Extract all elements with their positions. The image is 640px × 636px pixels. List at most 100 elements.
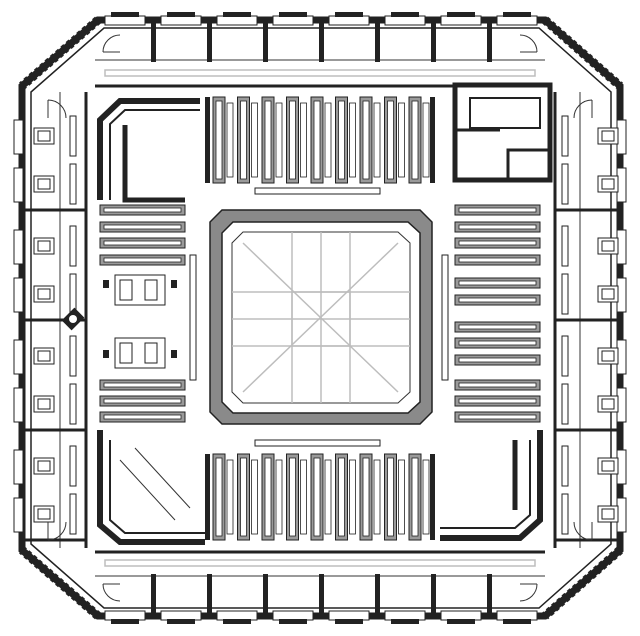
window-carrel [440, 15, 482, 26]
bookshelf [313, 100, 321, 180]
bookshelf [103, 382, 182, 388]
bottom-right-wall [440, 430, 543, 541]
bookshelf [338, 457, 345, 537]
bookshelf [349, 459, 356, 535]
desk-icon [561, 163, 569, 205]
window-carrel [104, 610, 146, 621]
bookshelf [264, 100, 272, 180]
bookshelf [103, 224, 182, 230]
bookshelf [398, 102, 405, 178]
stack-end [430, 97, 435, 183]
right-study-rooms [553, 92, 627, 548]
bookshelf [458, 382, 537, 388]
chair-icon [37, 178, 51, 190]
bookshelf [349, 102, 356, 178]
partition-wall [487, 22, 492, 62]
window-carrel [160, 610, 202, 621]
chair-icon [601, 288, 615, 300]
left-study-rooms [13, 92, 88, 548]
chair-icon [601, 508, 615, 520]
bookshelf [458, 340, 537, 346]
bookshelf [338, 100, 345, 180]
chair-icon [601, 130, 615, 142]
bookshelf [458, 240, 537, 246]
window-carrel [279, 619, 307, 624]
partition-wall [375, 22, 380, 62]
desk-icon [561, 383, 569, 425]
bookshelf [324, 459, 332, 535]
bookshelf [289, 457, 296, 537]
partition-wall [207, 574, 212, 614]
stack-end [205, 454, 210, 540]
chair-icon [37, 240, 51, 252]
desk-icon [13, 449, 24, 485]
bookshelf [324, 102, 332, 178]
window-carrel [335, 619, 363, 624]
partition-wall [263, 22, 268, 62]
bookshelf [362, 100, 370, 180]
desk-icon [561, 115, 569, 157]
bookshelf [103, 240, 182, 246]
desk-icon [561, 335, 569, 377]
window-carrel [160, 15, 202, 26]
chair-icon [37, 130, 51, 142]
desk-icon [13, 387, 24, 423]
chair-icon [37, 460, 51, 472]
bookshelf [373, 102, 381, 178]
desk-icon [69, 445, 77, 487]
bookshelf [226, 459, 234, 535]
bookshelf [215, 100, 223, 180]
central-atrium [209, 209, 433, 425]
bookshelf [458, 357, 537, 363]
partition-wall [319, 22, 324, 62]
corner-buttresses [19, 16, 623, 620]
chair-icon [601, 350, 615, 362]
desk-icon [13, 497, 24, 533]
bookshelf [362, 457, 370, 537]
top-stacks [205, 96, 435, 184]
bookshelf [458, 207, 537, 213]
window-carrel [496, 15, 538, 26]
window-carrel [216, 610, 258, 621]
desk-icon [561, 493, 569, 535]
reading-tables [103, 274, 177, 369]
bookshelf [411, 457, 419, 537]
bookshelf [458, 324, 537, 330]
partition-wall [319, 574, 324, 614]
desk-icon [561, 273, 569, 315]
chair-icon [37, 350, 51, 362]
bookshelf [103, 207, 182, 213]
window-carrel [111, 619, 139, 624]
stair-icon [97, 430, 205, 545]
window-carrel [104, 15, 146, 26]
partition-wall [375, 574, 380, 614]
atrium-surround-bars [189, 187, 449, 447]
chair-icon [37, 288, 51, 300]
bookshelf [289, 100, 296, 180]
desk-icon [13, 277, 24, 313]
window-carrel [447, 619, 475, 624]
chair-icon [601, 460, 615, 472]
bookshelf [103, 398, 182, 404]
bookshelf [300, 102, 307, 178]
window-carrel [384, 610, 426, 621]
door-swing-icon [47, 34, 593, 602]
desk-icon [69, 493, 77, 535]
partition-wall [151, 574, 156, 614]
bookshelf [226, 102, 234, 178]
window-carrel [167, 12, 195, 17]
top-left-wall [97, 98, 200, 203]
stack-end [430, 454, 435, 540]
bottom-carrels [95, 550, 545, 624]
partition-wall [431, 22, 436, 62]
bookshelf [387, 100, 394, 180]
window-carrel [328, 15, 370, 26]
window-carrel [391, 12, 419, 17]
bookshelf [458, 280, 537, 286]
bookshelf [300, 459, 307, 535]
left-stacks [99, 204, 186, 423]
desk-icon [13, 167, 24, 203]
bookshelf [103, 257, 182, 263]
bookshelf [398, 459, 405, 535]
window-carrel [496, 610, 538, 621]
